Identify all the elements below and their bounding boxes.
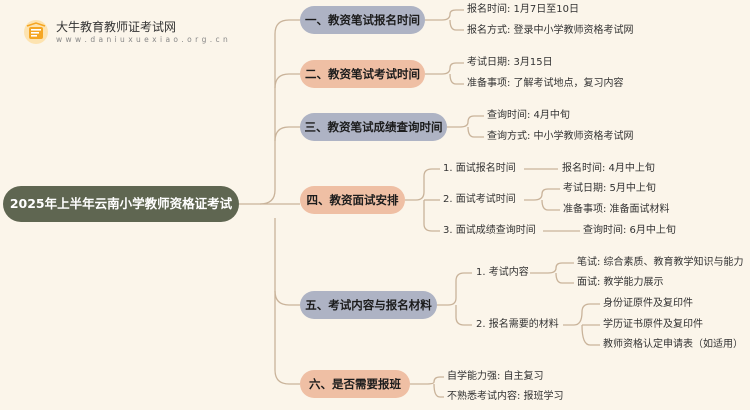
s6-item-1: 不熟悉考试内容: 报班学习: [447, 391, 564, 402]
connector-s2: [274, 73, 300, 89]
logo-url: w w w . d a n i u x u e x i a o . o r g …: [56, 35, 229, 44]
connector-s5: [274, 290, 300, 306]
book-icon: [24, 20, 48, 44]
s4-item-2: 准备事项: 准备面试材料: [563, 204, 670, 215]
root-node[interactable]: 2025年上半年云南小学教师资格证考试: [3, 186, 239, 222]
section-s4[interactable]: 四、教资面试安排: [300, 186, 405, 214]
s3-item-0: 查询时间: 4月中旬: [487, 110, 570, 121]
s2-item-0: 考试日期: 3月15日: [467, 57, 553, 68]
s4-sub-2: 3. 面试成绩查询时间: [443, 225, 536, 236]
section-s6[interactable]: 六、是否需要报班: [300, 370, 410, 398]
s5-item-4: 教师资格认定申请表（如适用）: [603, 339, 743, 350]
s1-item-1: 报名方式: 登录中小学教师资格考试网: [467, 25, 634, 36]
section-s5[interactable]: 五、考试内容与报名材料: [300, 291, 437, 319]
connector-s3: [274, 126, 300, 142]
s4-item-1: 考试日期: 5月中上旬: [563, 183, 656, 194]
s5-item-3: 学历证书原件及复印件: [603, 319, 703, 330]
s1-item-0: 报名时间: 1月7日至10日: [467, 4, 579, 15]
s6-item-0: 自学能力强: 自主复习: [447, 371, 544, 382]
s4-sub-0: 1. 面试报名时间: [443, 163, 516, 174]
connector-root: [239, 19, 300, 205]
s5-sub-0: 1. 考试内容: [476, 267, 529, 278]
s5-item-0: 笔试: 综合素质、教育教学知识与能力: [577, 257, 744, 268]
section-s3[interactable]: 三、教资笔试成绩查询时间: [300, 113, 447, 141]
s4-item-0: 报名时间: 4月中上旬: [562, 163, 655, 174]
s4-item-3: 查询时间: 6月中上旬: [583, 225, 676, 236]
s5-item-1: 面试: 教学能力展示: [577, 277, 664, 288]
site-logo[interactable]: 大牛教育教师证考试网 w w w . d a n i u x u e x i a…: [20, 16, 228, 50]
section-s1[interactable]: 一、教资笔试报名时间: [300, 6, 425, 34]
s3-item-1: 查询方式: 中小学教师资格考试网: [487, 131, 634, 142]
logo-title: 大牛教育教师证考试网: [56, 20, 177, 34]
s2-item-1: 准备事项: 了解考试地点，复习内容: [467, 78, 624, 89]
s5-sub-1: 2. 报名需要的材料: [476, 319, 559, 330]
section-s2[interactable]: 二、教资笔试考试时间: [300, 60, 425, 88]
s5-item-2: 身份证原件及复印件: [603, 298, 693, 309]
s4-sub-1: 2. 面试考试时间: [443, 194, 516, 205]
